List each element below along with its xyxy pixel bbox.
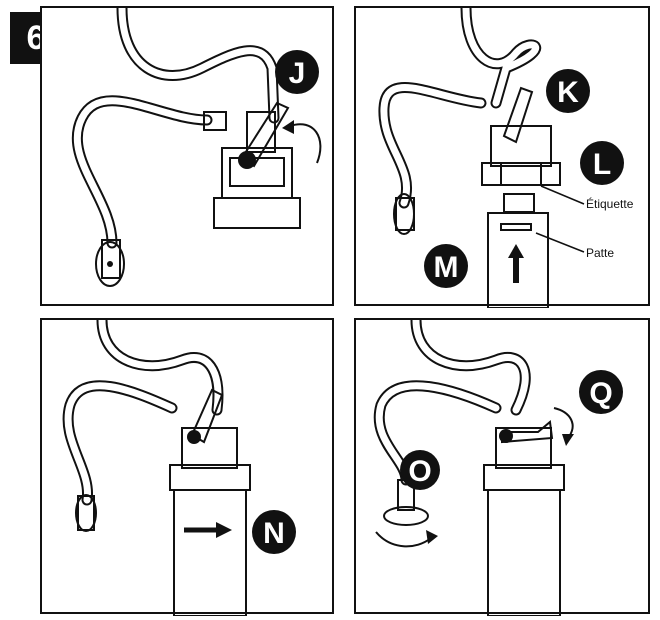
panel-step-oq: Q O bbox=[354, 318, 650, 616]
water-hose bbox=[62, 320, 224, 506]
callout-l bbox=[580, 141, 624, 185]
callout-n-label: N bbox=[263, 517, 285, 550]
lever-handle bbox=[502, 86, 534, 144]
panel-step-klm: Étiquette Patte K L M bbox=[354, 6, 650, 308]
lever-rotate-arrow bbox=[553, 407, 574, 439]
callout-k bbox=[546, 69, 590, 113]
callout-j-label: J bbox=[289, 57, 306, 90]
callout-m-label: M bbox=[434, 251, 459, 284]
valve bbox=[75, 494, 97, 532]
valve bbox=[95, 239, 125, 287]
callout-l-label: L bbox=[593, 148, 611, 181]
panel-oq-illustration: Q O bbox=[373, 320, 623, 616]
callout-j bbox=[275, 50, 319, 94]
water-hose bbox=[71, 8, 280, 249]
water-hose bbox=[378, 8, 542, 209]
panel-step-n: N bbox=[40, 318, 334, 616]
panel-step-j: J bbox=[40, 6, 334, 306]
callout-k-label: K bbox=[557, 76, 579, 109]
up-arrow bbox=[508, 244, 524, 283]
filter-head bbox=[169, 388, 251, 491]
callout-o-label: O bbox=[408, 455, 431, 488]
panel-j-illustration: J bbox=[71, 8, 322, 287]
water-hose bbox=[373, 320, 531, 486]
filter-cartridge bbox=[487, 489, 561, 616]
etiquette-pointer bbox=[540, 185, 585, 205]
filter-cartridge bbox=[173, 489, 247, 616]
patte-pointer bbox=[535, 232, 585, 253]
callout-o bbox=[400, 450, 440, 490]
callout-q-label: Q bbox=[589, 377, 612, 410]
filter-cartridge bbox=[487, 193, 549, 308]
filter-head bbox=[483, 420, 565, 491]
callout-m bbox=[424, 244, 468, 288]
panel-klm-illustration: Étiquette Patte K L M bbox=[378, 8, 634, 308]
callout-n bbox=[252, 510, 296, 554]
valve bbox=[393, 193, 415, 235]
etiquette-label: Étiquette bbox=[586, 196, 634, 211]
filter-head bbox=[481, 125, 561, 186]
valve-rotate-arrow bbox=[375, 531, 432, 548]
right-arrow bbox=[184, 522, 232, 538]
panel-n-illustration: N bbox=[62, 320, 296, 616]
patte-label: Patte bbox=[586, 246, 614, 260]
lever-handle bbox=[238, 101, 290, 169]
callout-q bbox=[579, 370, 623, 414]
rotate-arrow bbox=[289, 123, 322, 164]
